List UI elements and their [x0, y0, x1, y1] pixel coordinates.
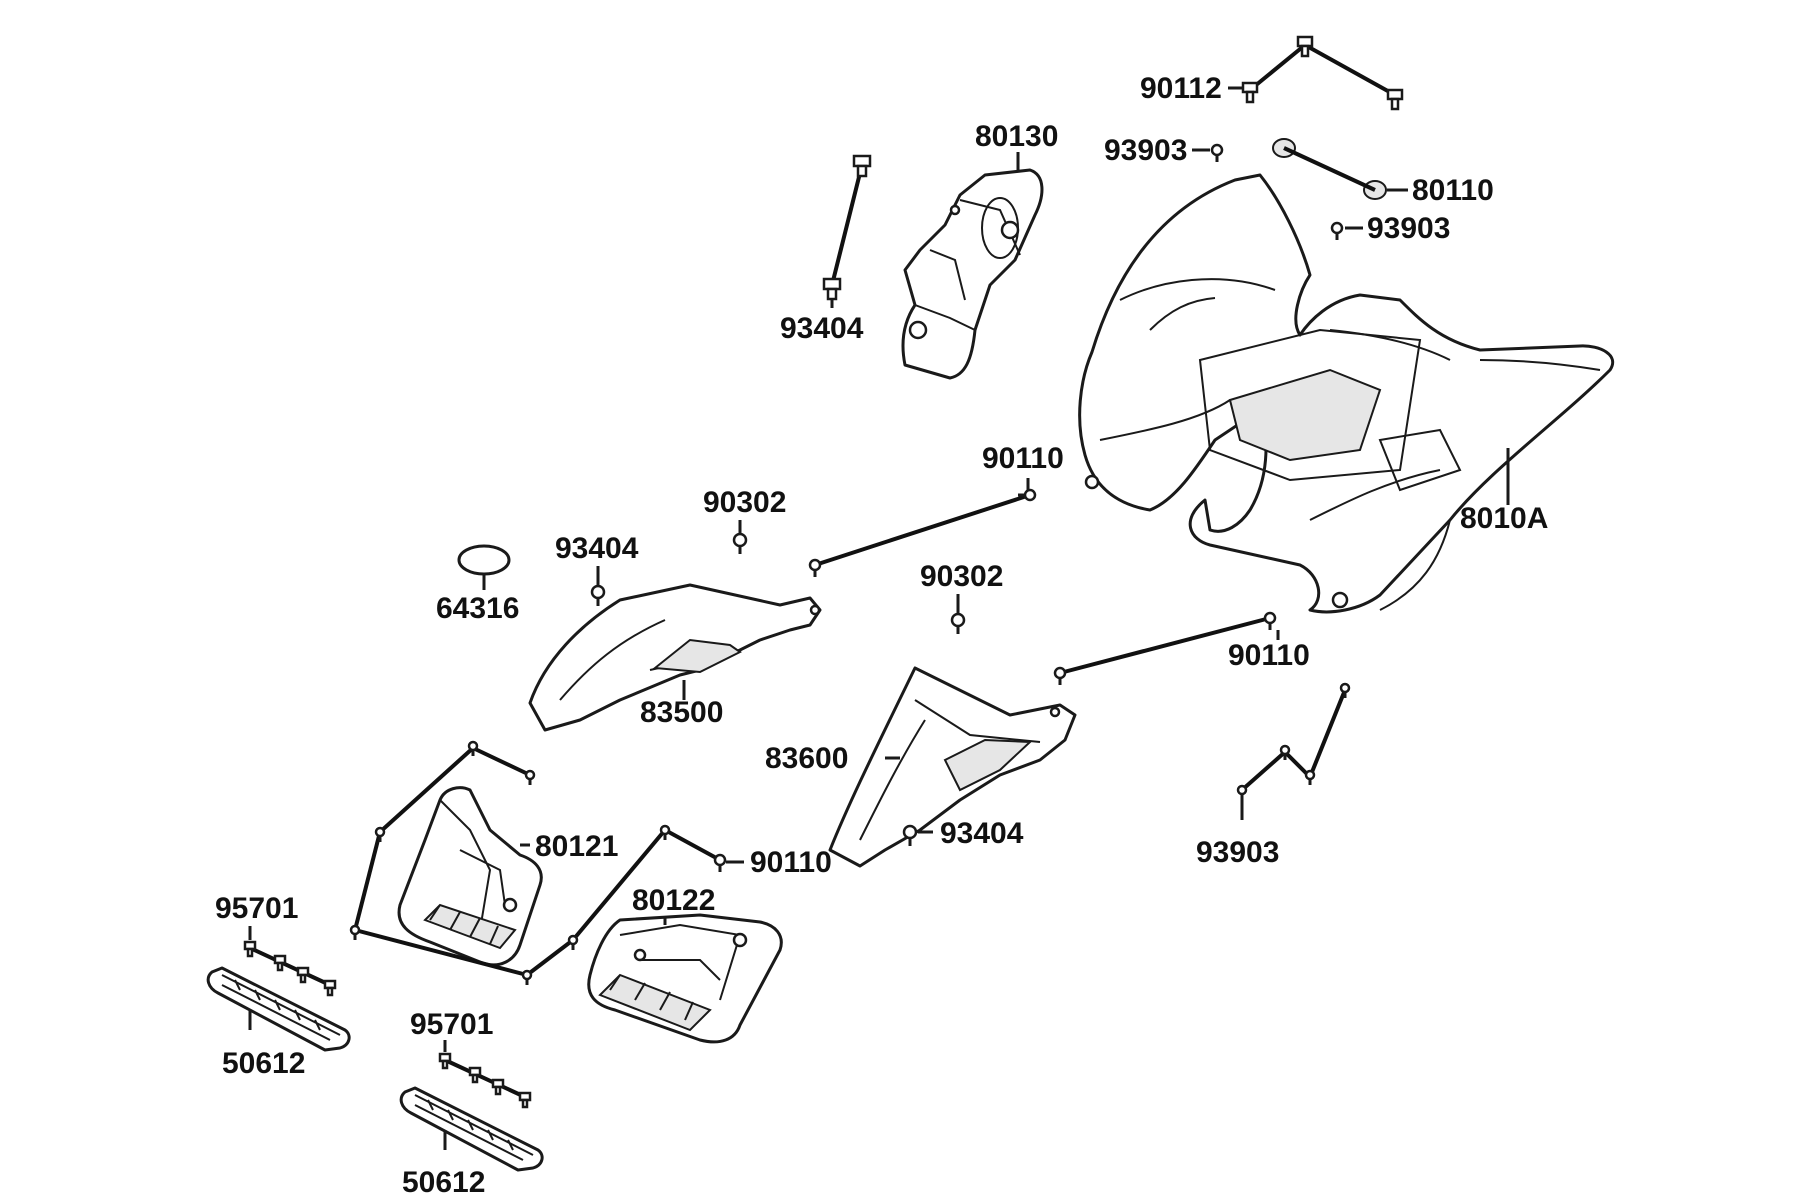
label-93404-b: 93404	[555, 532, 639, 565]
label-80130: 80130	[975, 120, 1058, 153]
label-83500: 83500	[640, 696, 723, 729]
label-93903-b: 93903	[1367, 212, 1450, 245]
label-80121: 80121	[535, 830, 618, 863]
hex-bolt-icon	[243, 35, 1404, 1109]
label-95701-b: 95701	[410, 1008, 493, 1041]
label-90302-b: 90302	[920, 560, 1003, 593]
label-93903-c: 93903	[1196, 836, 1279, 869]
bracket-80130	[901, 168, 1044, 380]
label-64316: 64316	[436, 592, 519, 625]
label-93404-c: 93404	[940, 817, 1024, 850]
part-labels: 90112 80130 93903 80110 93903 93404 8010…	[215, 72, 1548, 1199]
cap-plug-icon	[457, 544, 511, 576]
label-50612-b: 50612	[402, 1166, 485, 1199]
side-cover-83500	[528, 583, 822, 732]
footwell-80121	[397, 786, 543, 967]
label-90112: 90112	[1140, 72, 1222, 105]
label-50612-a: 50612	[222, 1047, 305, 1080]
label-93903-a: 93903	[1104, 134, 1187, 167]
label-90110-a: 90110	[982, 442, 1064, 475]
footpeg-50612-a	[206, 966, 351, 1052]
label-95701-a: 95701	[215, 892, 298, 925]
footpeg-50612-b	[399, 1086, 544, 1172]
rear-fender-8010A	[1078, 173, 1614, 614]
label-90302-a: 90302	[703, 486, 786, 519]
label-8010A: 8010A	[1460, 502, 1548, 535]
label-90110-b: 90110	[1228, 639, 1310, 672]
tapping-screw-icon	[349, 143, 1351, 985]
side-cover-83600	[828, 666, 1077, 868]
label-90110-c: 90110	[750, 846, 832, 879]
label-83600: 83600	[765, 742, 848, 775]
label-80122: 80122	[632, 884, 715, 917]
footwell-80122	[587, 913, 783, 1044]
label-93404-a: 93404	[780, 312, 864, 345]
leader-lines	[248, 86, 1510, 1150]
connector-lines	[249, 43, 1396, 1099]
label-80110: 80110	[1412, 174, 1494, 207]
